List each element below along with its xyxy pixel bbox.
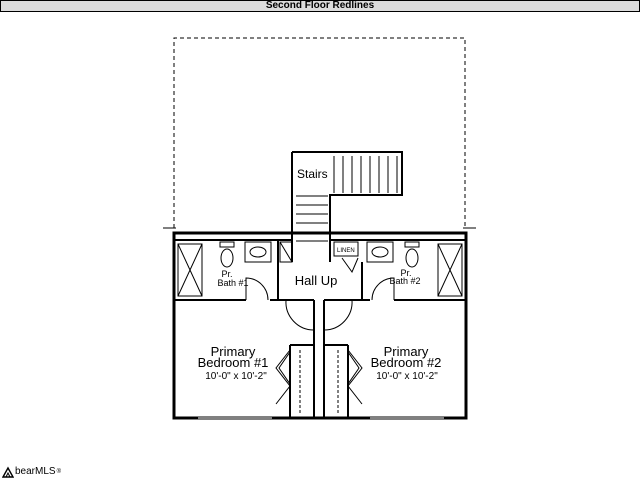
sink-bath-2 [366,241,394,263]
linen-closet [333,241,359,257]
sink-bath-1 [244,241,272,263]
bear-logo-icon [2,466,14,478]
bath-1-label-line1: Pr. [221,269,232,279]
linen-label: LINEN [337,248,355,254]
interior-walls [174,239,466,418]
bath-1-label-line2: Bath #1 [217,278,248,288]
bedroom-2-label-line2: Bedroom #2 [371,355,442,370]
bath-2-label-line1: Pr. [400,268,411,278]
watermark-registered-mark: ® [56,469,61,475]
toilet-bath-2 [404,241,420,268]
bath-2-label-line2: Bath #2 [389,276,420,286]
mls-watermark: bearMLS® [2,464,61,480]
hall-up-label: Hall Up [295,273,338,288]
bedroom-1-size: 10'-0" x 10'-2" [205,371,267,382]
exterior-walls [172,231,468,420]
stair-treads [296,156,398,242]
linen-door [341,257,359,274]
closet-bifold-doors [275,349,363,414]
bedroom-2-size: 10'-0" x 10'-2" [376,371,438,382]
watermark-brand: bearMLS [15,466,56,477]
open-to-below-outline [173,37,466,228]
bedroom-1-label-line1: Primary [211,344,256,359]
plan-title: Second Floor Redlines [265,0,375,11]
toilet-bath-1 [219,241,235,268]
hall-closet [279,241,293,263]
windows [198,416,444,420]
shower-bath-2 [437,243,463,297]
bedroom-1-label-line2: Bedroom #1 [198,355,269,370]
door-swings [245,277,395,331]
stairs-label: Stairs [297,167,328,181]
hall-closet-mark [279,241,293,263]
shower-bath-1 [177,243,203,297]
bedroom-2-label-line1: Primary [384,344,429,359]
